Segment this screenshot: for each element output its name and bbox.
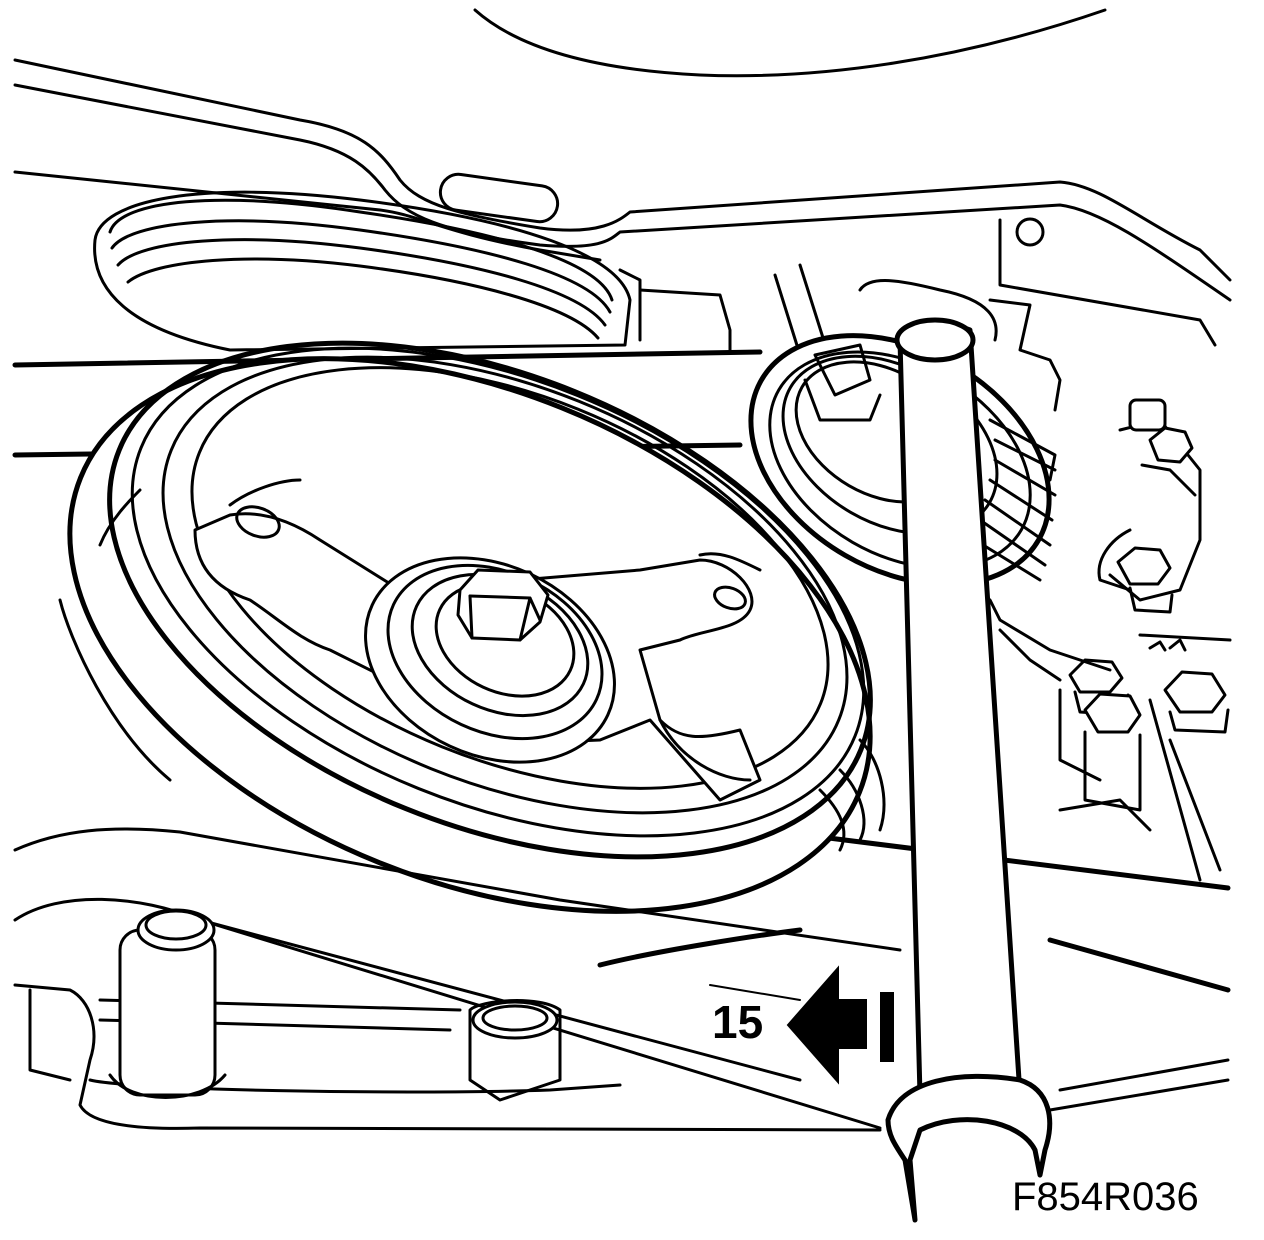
lower-housing — [13, 908, 1230, 1132]
engine-housing-top — [13, 8, 1232, 347]
upper-pulley — [93, 190, 732, 352]
figure-code: F854R036 — [1012, 1175, 1199, 1219]
callout-bar-icon — [880, 992, 894, 1062]
callout-15: 15 — [709, 965, 894, 1085]
callout-label: 15 — [712, 996, 763, 1048]
crank-hub-bolt — [364, 556, 616, 764]
breaker-bar — [885, 317, 1053, 1223]
engine-block-right — [988, 398, 1232, 882]
callout-arrow-icon — [786, 965, 867, 1085]
